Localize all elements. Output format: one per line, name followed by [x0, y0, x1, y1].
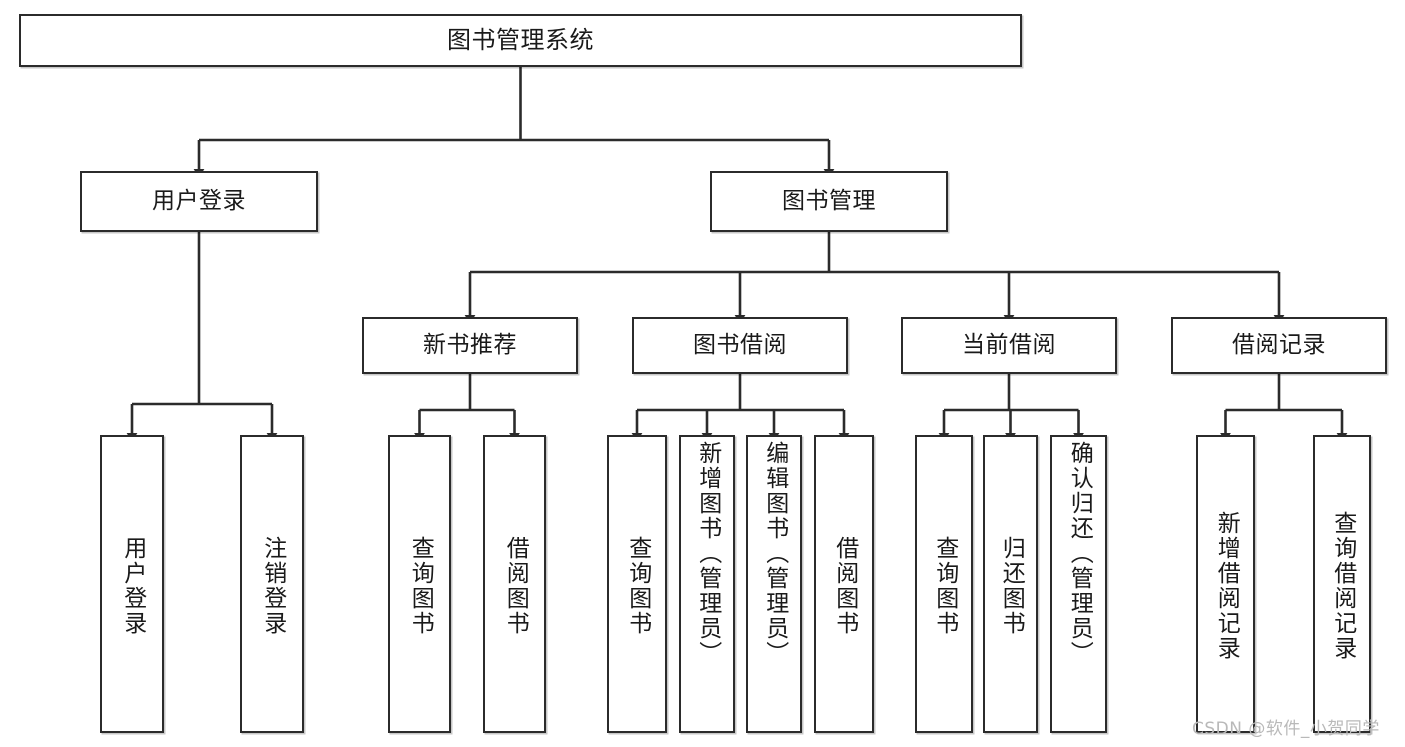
node-leaf-6-label: 编辑图书（管理员） [761, 441, 788, 666]
node-leaf-9[interactable]: 归还图书 [983, 435, 1038, 733]
node-leaf-8[interactable]: 查询图书 [915, 435, 973, 733]
node-level3-0[interactable]: 新书推荐 [362, 317, 578, 374]
node-level3-3-label: 借阅记录 [1232, 331, 1326, 358]
node-leaf-8-label: 查询图书 [931, 536, 958, 636]
node-leaf-3-label: 借阅图书 [502, 536, 529, 636]
node-leaf-10[interactable]: 确认归还（管理员） [1050, 435, 1107, 733]
node-leaf-7-label: 借阅图书 [831, 536, 858, 636]
node-leaf-9-label: 归还图书 [998, 536, 1025, 636]
node-leaf-10-label: 确认归还（管理员） [1066, 441, 1093, 666]
node-level3-2-label: 当前借阅 [962, 331, 1056, 358]
node-level2-0-label: 用户登录 [152, 187, 246, 214]
node-leaf-2-label: 查询图书 [407, 536, 434, 636]
node-root-system-label: 图书管理系统 [447, 26, 594, 55]
node-leaf-11[interactable]: 新增借阅记录 [1196, 435, 1255, 733]
node-leaf-4[interactable]: 查询图书 [607, 435, 667, 733]
node-leaf-0[interactable]: 用户登录 [100, 435, 164, 733]
node-level3-1[interactable]: 图书借阅 [632, 317, 848, 374]
node-level3-1-label: 图书借阅 [693, 331, 787, 358]
node-level3-3[interactable]: 借阅记录 [1171, 317, 1387, 374]
node-leaf-0-label: 用户登录 [119, 536, 146, 636]
node-root-system[interactable]: 图书管理系统 [19, 14, 1022, 67]
node-leaf-12[interactable]: 查询借阅记录 [1313, 435, 1371, 733]
node-level2-1[interactable]: 图书管理 [710, 171, 948, 232]
csdn-watermark: CSDN @软件_小贺同学 [1192, 719, 1380, 739]
node-leaf-5-label: 新增图书（管理员） [694, 441, 721, 666]
node-leaf-1-label: 注销登录 [259, 536, 286, 636]
node-level3-2[interactable]: 当前借阅 [901, 317, 1117, 374]
node-leaf-5[interactable]: 新增图书（管理员） [679, 435, 735, 733]
node-leaf-11-label: 新增借阅记录 [1213, 511, 1240, 661]
node-leaf-6[interactable]: 编辑图书（管理员） [746, 435, 802, 733]
node-leaf-12-label: 查询借阅记录 [1329, 511, 1356, 661]
node-leaf-3[interactable]: 借阅图书 [483, 435, 546, 733]
node-leaf-2[interactable]: 查询图书 [388, 435, 451, 733]
node-level2-0[interactable]: 用户登录 [80, 171, 318, 232]
node-level3-0-label: 新书推荐 [423, 331, 517, 358]
node-leaf-1[interactable]: 注销登录 [240, 435, 304, 733]
node-level2-1-label: 图书管理 [782, 187, 876, 214]
node-leaf-4-label: 查询图书 [624, 536, 651, 636]
node-leaf-7[interactable]: 借阅图书 [814, 435, 874, 733]
